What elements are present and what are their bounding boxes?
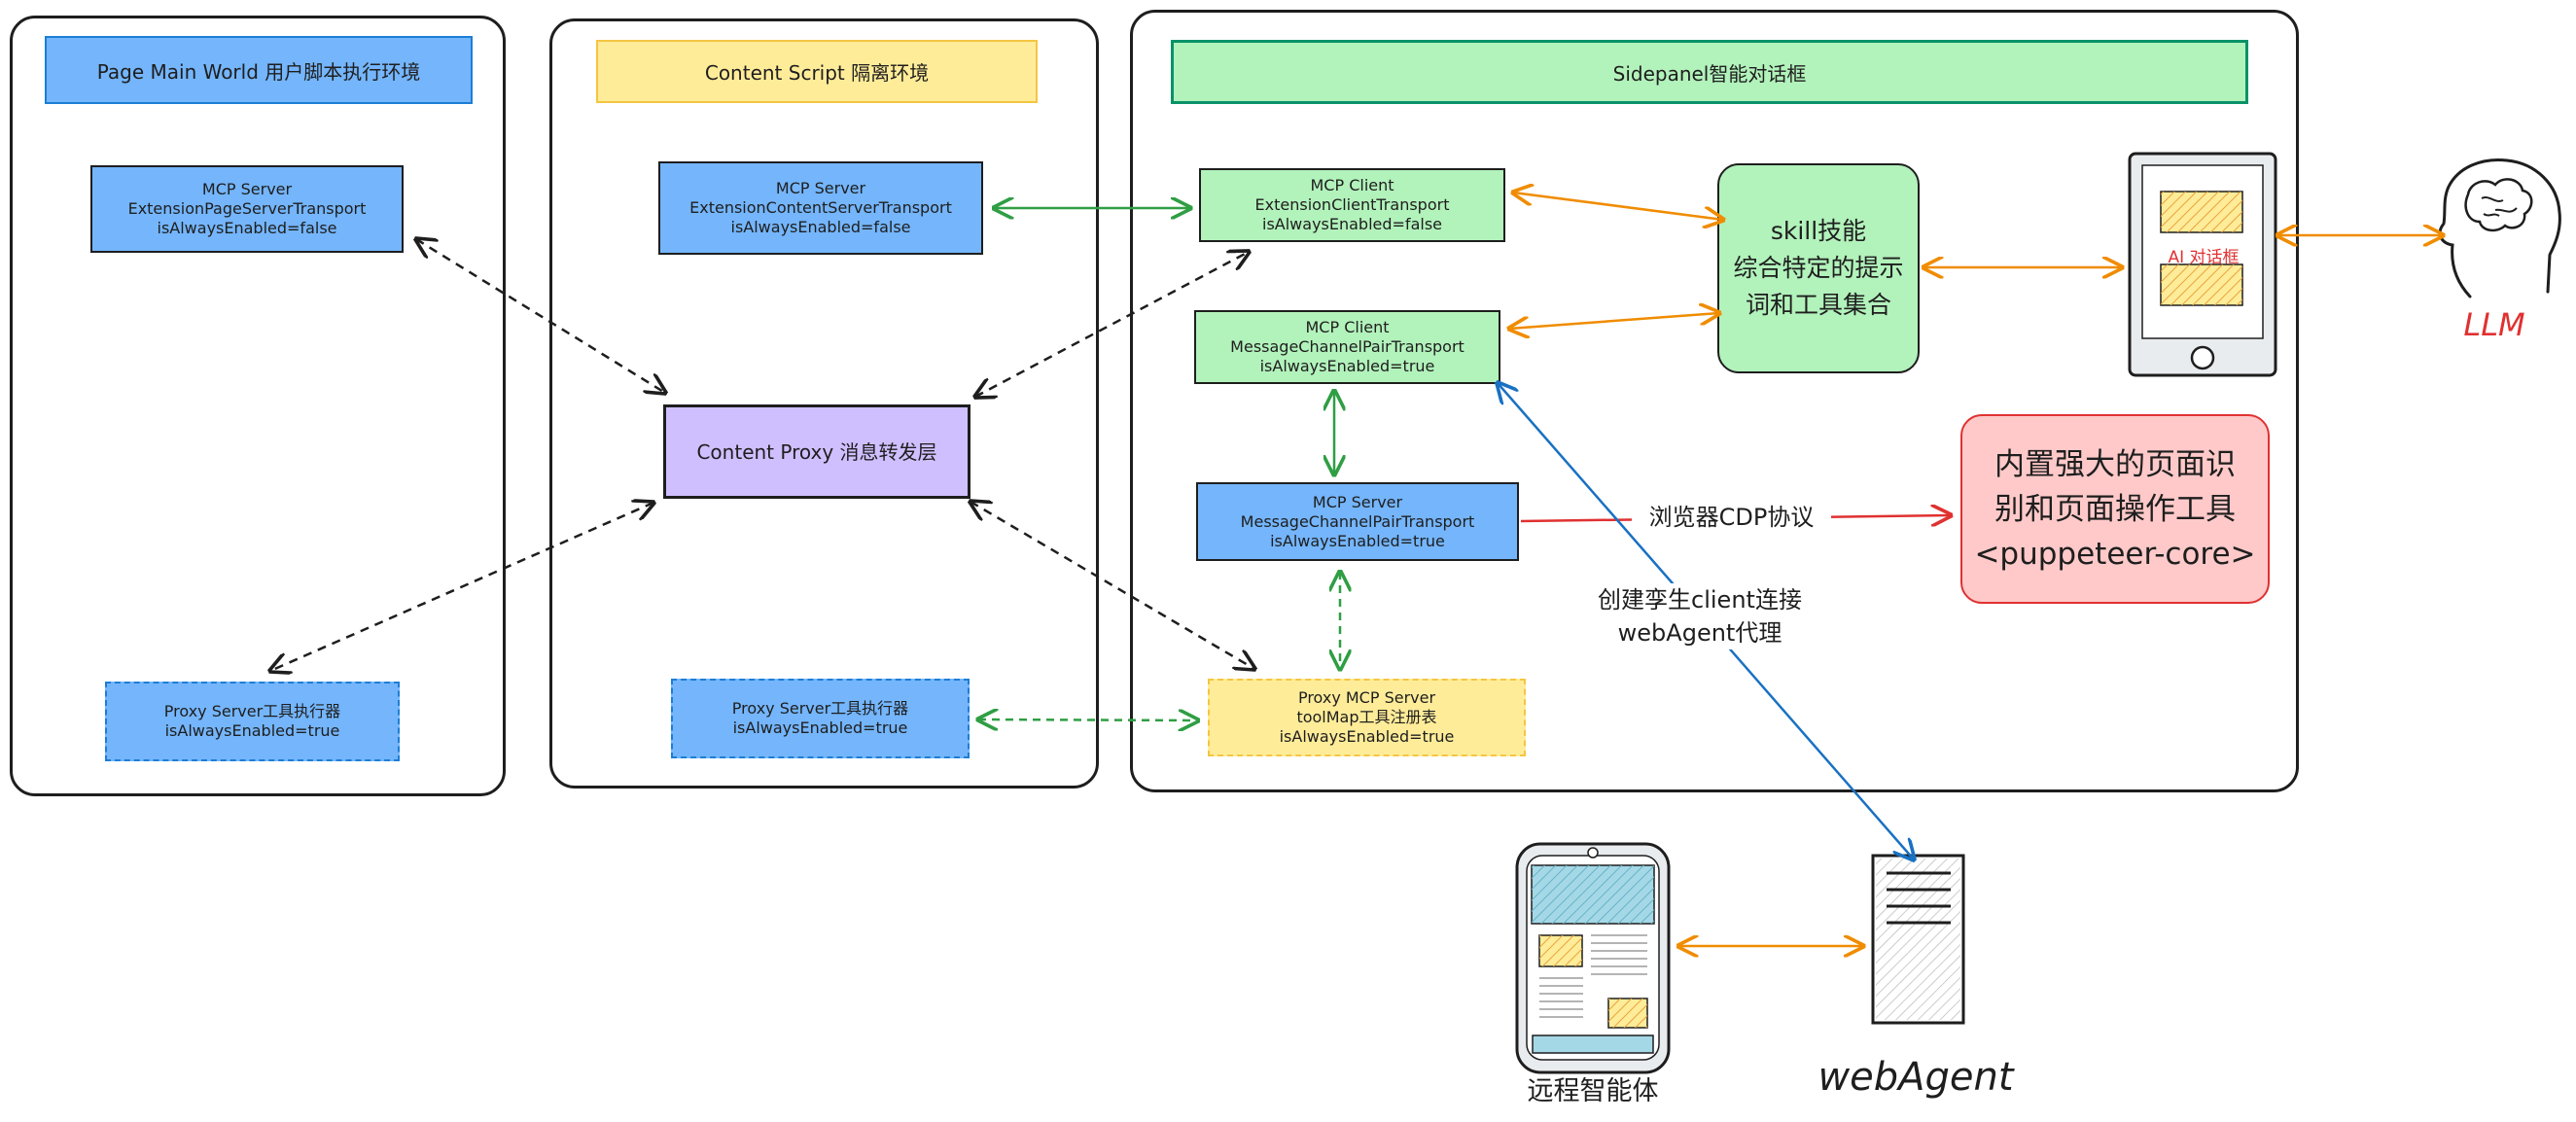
- puppeteer-line-3: <puppeteer-core>: [1974, 536, 2256, 572]
- mcp-server-page-line-3: isAlwaysEnabled=false: [157, 219, 337, 237]
- llm-label: LLM: [2463, 306, 2525, 343]
- proxy-server-content-box: Proxy Server工具执行器 isAlwaysEnabled=true: [671, 679, 970, 758]
- twin-client-line-1: 创建孪生client连接: [1598, 586, 1802, 614]
- content-proxy-label: Content Proxy 消息转发层: [696, 439, 937, 464]
- mcp-server-content-line-2: ExtensionContentServerTransport: [689, 198, 952, 217]
- puppeteer-box: 内置强大的页面识 别和页面操作工具 <puppeteer-core>: [1960, 414, 2270, 604]
- sidepanel-panel: [1130, 10, 2299, 792]
- mcp-server-content-box: MCP Server ExtensionContentServerTranspo…: [658, 161, 983, 255]
- mcp-server-msg-line-2: MessageChannelPairTransport: [1240, 511, 1475, 531]
- mcp-server-page-box: MCP Server ExtensionPageServerTransport …: [90, 165, 404, 253]
- proxy-server-main-line-1: Proxy Server工具执行器: [163, 702, 341, 720]
- web-agent-label: webAgent: [1817, 1055, 2014, 1100]
- ai-dialog-label: AI 对话框: [2168, 248, 2240, 267]
- proxy-mcp-server-line-3: isAlwaysEnabled=true: [1279, 727, 1455, 746]
- sidepanel-title: Sidepanel智能对话框: [1171, 40, 2248, 104]
- skill-line-2: 综合特定的提示: [1733, 254, 1904, 282]
- mcp-server-page-line-1: MCP Server: [201, 180, 293, 198]
- content-proxy-box: Content Proxy 消息转发层: [663, 404, 970, 499]
- mcp-client-msg-box: MCP Client MessageChannelPairTransport i…: [1194, 310, 1500, 384]
- main-world-title: Page Main World 用户脚本执行环境: [45, 36, 473, 104]
- puppeteer-line-2: 别和页面操作工具: [1994, 491, 2236, 527]
- mcp-server-content-line-1: MCP Server: [775, 179, 866, 197]
- puppeteer-line-1: 内置强大的页面识: [1994, 446, 2236, 482]
- proxy-mcp-server-line-1: Proxy MCP Server: [1297, 688, 1436, 707]
- skill-box: skill技能 综合特定的提示 词和工具集合: [1717, 163, 1920, 373]
- twin-client-line-2: webAgent代理: [1617, 619, 1782, 647]
- mcp-server-content-line-3: isAlwaysEnabled=false: [730, 218, 911, 236]
- mcp-server-msg-line-3: isAlwaysEnabled=true: [1270, 531, 1445, 550]
- mcp-client-msg-line-3: isAlwaysEnabled=true: [1259, 357, 1435, 375]
- proxy-server-content-line-2: isAlwaysEnabled=true: [732, 719, 908, 737]
- content-script-panel: [549, 18, 1099, 789]
- mcp-server-msg-line-1: MCP Server: [1312, 492, 1403, 511]
- mcp-client-msg-line-2: MessageChannelPairTransport: [1230, 337, 1464, 356]
- proxy-server-main-box: Proxy Server工具执行器 isAlwaysEnabled=true: [105, 682, 400, 761]
- content-script-title: Content Script 隔离环境: [596, 40, 1038, 103]
- cdp-label: 浏览器CDP协议: [1632, 498, 1831, 532]
- mcp-server-msg-box: MCP Server MessageChannelPairTransport i…: [1196, 482, 1519, 561]
- twin-client-label: 创建孪生client连接 webAgent代理: [1573, 583, 1826, 649]
- mcp-client-ext-line-3: isAlwaysEnabled=false: [1262, 215, 1442, 233]
- proxy-mcp-server-line-2: toolMap工具注册表: [1296, 708, 1437, 726]
- mcp-client-msg-line-1: MCP Client: [1305, 318, 1390, 336]
- proxy-server-main-line-2: isAlwaysEnabled=true: [164, 721, 340, 740]
- proxy-mcp-server-box: Proxy MCP Server toolMap工具注册表 isAlwaysEn…: [1208, 679, 1526, 756]
- main-world-panel: [10, 16, 506, 796]
- skill-line-3: 词和工具集合: [1745, 291, 1891, 319]
- mcp-client-ext-line-1: MCP Client: [1310, 176, 1394, 194]
- skill-line-1: skill技能: [1770, 217, 1867, 245]
- proxy-server-content-line-1: Proxy Server工具执行器: [731, 699, 909, 718]
- remote-agent-label: 远程智能体: [1527, 1076, 1659, 1106]
- mcp-server-page-line-2: ExtensionPageServerTransport: [127, 199, 367, 218]
- mcp-client-ext-box: MCP Client ExtensionClientTransport isAl…: [1199, 168, 1505, 242]
- mcp-client-ext-line-2: ExtensionClientTransport: [1254, 195, 1450, 214]
